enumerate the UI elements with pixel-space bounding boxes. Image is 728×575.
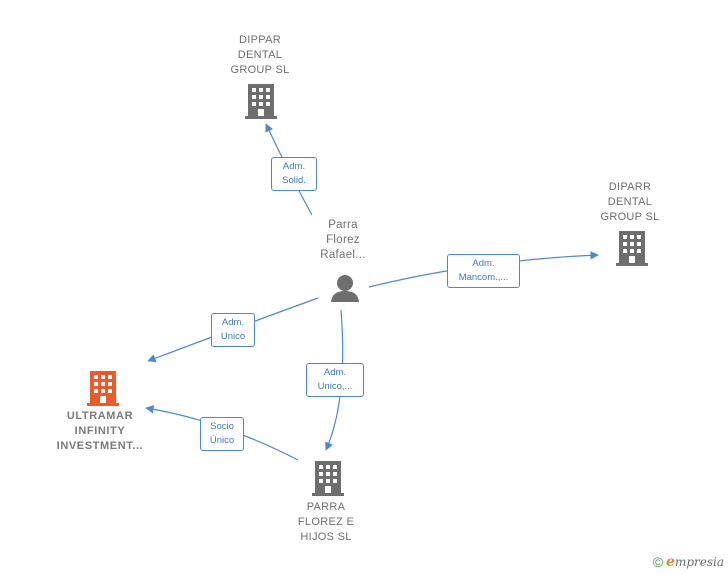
edge-label-socio-unico[interactable]: Socio Único <box>200 417 244 451</box>
person-icon[interactable] <box>331 275 359 302</box>
copyright-icon: © <box>652 554 664 570</box>
building-icon[interactable] <box>245 84 277 119</box>
node-label-dippar-dental-group[interactable]: DIPPAR DENTAL GROUP SL <box>230 34 290 76</box>
edge-label-adm-solid[interactable]: Adm. Solid. <box>271 157 317 191</box>
building-icon[interactable] <box>616 231 648 266</box>
node-label-parra-florez-e-hijos[interactable]: PARRA FLOREZ E HIJOS SL <box>297 501 355 543</box>
node-label-ultramar-infinity-investment[interactable]: ULTRAMAR INFINITY INVESTMENT... <box>56 410 144 452</box>
empresia-logo: empresia <box>666 554 724 570</box>
building-icon[interactable] <box>87 371 119 406</box>
edge-label-adm-unico[interactable]: Adm. Unico <box>211 313 255 347</box>
node-label-diparr-dental-group[interactable]: DIPARR DENTAL GROUP SL <box>600 181 660 223</box>
node-label-parra-florez-rafael[interactable]: Parra Florez Rafael... <box>320 219 366 261</box>
edge-label-adm-unico-ellipsis[interactable]: Adm. Unico,... <box>306 363 364 397</box>
footer-brand: © empresia <box>653 554 724 570</box>
edge-label-adm-mancom[interactable]: Adm. Mancom.,... <box>447 254 520 288</box>
building-icon[interactable] <box>312 461 344 496</box>
